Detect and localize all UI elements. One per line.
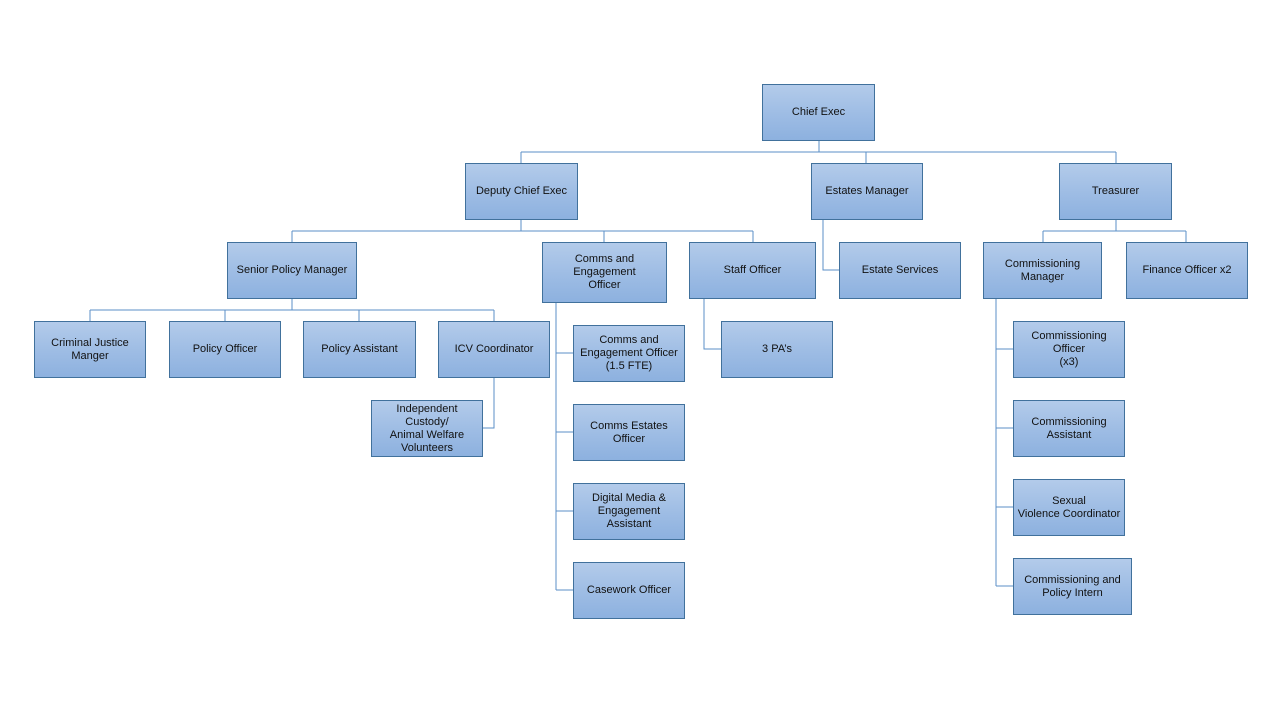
commissioning-assistant-box: Commissioning Assistant <box>1013 400 1125 457</box>
commissioning-manager-box: Commissioning Manager <box>983 242 1102 299</box>
commissioning-policy-intern-box: Commissioning and Policy Intern <box>1013 558 1132 615</box>
connector <box>555 302 573 591</box>
treasurer-box: Treasurer <box>1059 163 1172 220</box>
sexual-violence-coordinator-box: Sexual Violence Coordinator <box>1013 479 1125 536</box>
connector <box>995 298 1013 587</box>
chief-exec-box: Chief Exec <box>762 84 875 141</box>
connector <box>703 298 721 350</box>
policy-officer-box: Policy Officer <box>169 321 281 378</box>
casework-officer-box: Casework Officer <box>573 562 685 619</box>
comms-estates-officer-box: Comms Estates Officer <box>573 404 685 461</box>
deputy-chief-exec-box: Deputy Chief Exec <box>465 163 578 220</box>
criminal-justice-manger-box: Criminal Justice Manger <box>34 321 146 378</box>
comms-engagement-officer-box: Comms and Engagement Officer <box>542 242 667 303</box>
connector <box>1042 219 1187 242</box>
staff-officer-box: Staff Officer <box>689 242 816 299</box>
estate-services-box: Estate Services <box>839 242 961 299</box>
connector <box>520 140 1117 163</box>
connector <box>291 219 754 242</box>
connector <box>89 298 495 321</box>
policy-assistant-box: Policy Assistant <box>303 321 416 378</box>
connector <box>822 219 839 271</box>
senior-policy-manager-box: Senior Policy Manager <box>227 242 357 299</box>
comms-engagement-officer-fte-box: Comms and Engagement Officer (1.5 FTE) <box>573 325 685 382</box>
finance-officer-box: Finance Officer x2 <box>1126 242 1248 299</box>
three-pas-box: 3 PA’s <box>721 321 833 378</box>
icv-coordinator-box: ICV Coordinator <box>438 321 550 378</box>
connector <box>483 377 495 429</box>
digital-media-assistant-box: Digital Media & Engagement Assistant <box>573 483 685 540</box>
commissioning-officer-box: Commissioning Officer (x3) <box>1013 321 1125 378</box>
estates-manager-box: Estates Manager <box>811 163 923 220</box>
independent-custody-volunteers-box: Independent Custody/ Animal Welfare Volu… <box>371 400 483 457</box>
